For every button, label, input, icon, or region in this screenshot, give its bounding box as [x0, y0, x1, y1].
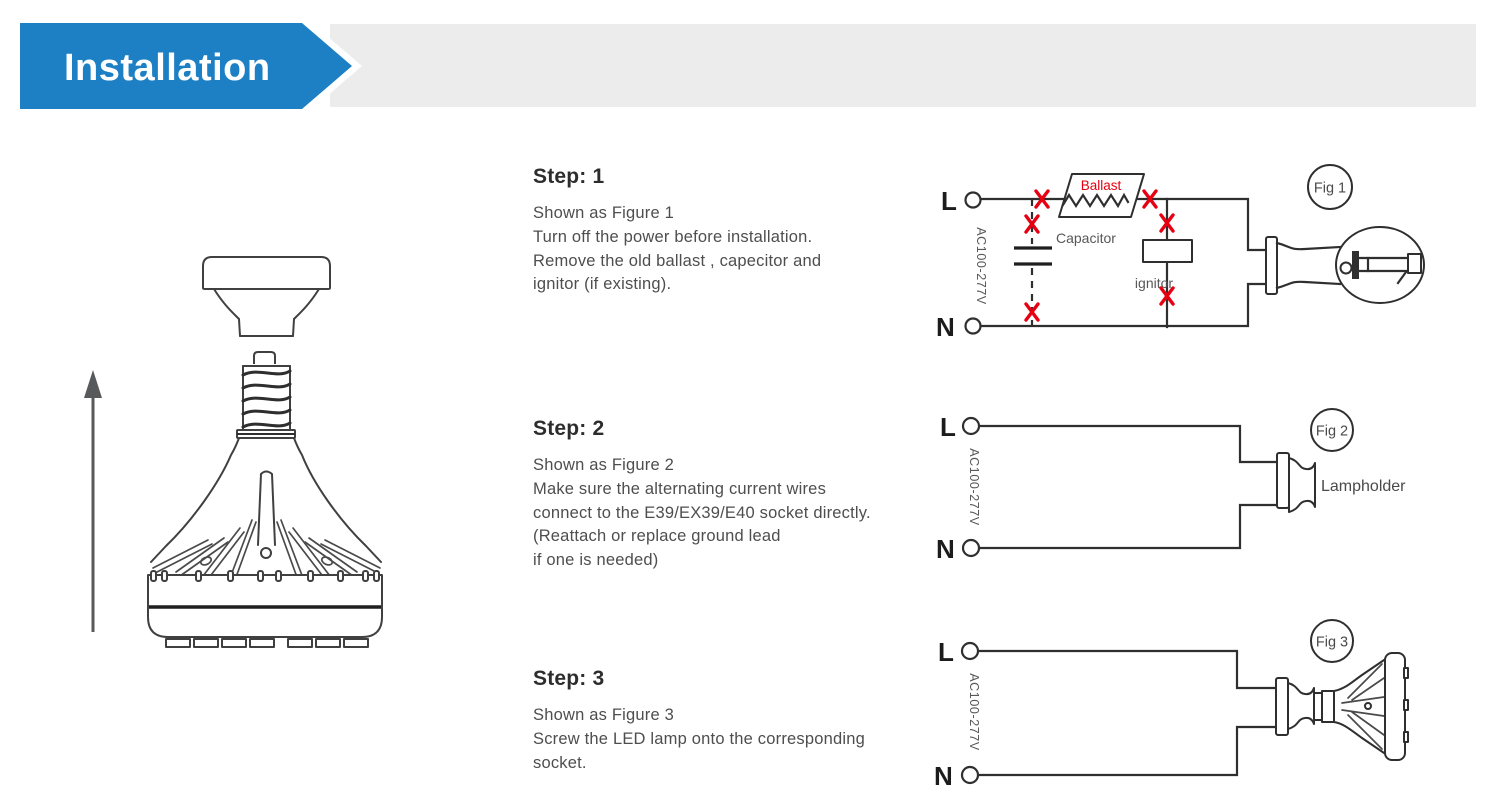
ignitor-label: ignitor — [1135, 275, 1173, 291]
figure-1-badge — [1307, 164, 1353, 210]
header-gray-bar — [330, 24, 1476, 107]
led-lamp-fins — [1341, 663, 1385, 750]
neutral-terminal-label: N — [936, 312, 955, 342]
live-terminal — [961, 416, 981, 436]
step-3-title: Step: 3 — [533, 667, 605, 690]
capacitor-symbol — [1014, 246, 1052, 266]
x-mark-icon — [1024, 302, 1040, 322]
figure-1-badge-label: Fig 1 — [1314, 181, 1346, 197]
ballast-coil — [1061, 192, 1130, 209]
step-1-title: Step: 1 — [533, 165, 605, 188]
voltage-label: AC100-277V — [967, 448, 981, 526]
heat-sink-fins — [152, 519, 381, 581]
step-3-line: Screw the LED lamp onto the correspondin… — [533, 729, 865, 748]
hid-lamp-drawing — [1265, 226, 1425, 304]
live-wire — [977, 424, 1280, 464]
neutral-terminal-label: N — [936, 534, 955, 564]
live-terminal — [960, 641, 980, 661]
live-terminal-label: L — [941, 186, 957, 216]
rim-notches — [150, 570, 380, 582]
step-2-line: connect to the E39/EX39/E40 socket direc… — [533, 503, 871, 522]
ignitor-symbol — [1142, 239, 1193, 263]
step-3-section: Step: 3 Shown as Figure 3 Screw the LED … — [533, 667, 953, 775]
lampholder-label: Lampholder — [1321, 478, 1406, 495]
neutral-terminal-label: N — [934, 761, 953, 791]
figure-2-badge-label: Fig 2 — [1316, 424, 1348, 440]
lampholder-with-led-lamp-drawing — [1275, 652, 1409, 761]
step-2-line: Shown as Figure 2 — [533, 456, 674, 474]
voltage-label: AC100-277V — [974, 227, 988, 305]
step-1-line: Remove the old ballast , capecitor and — [533, 251, 822, 270]
neutral-terminal — [961, 538, 981, 558]
step-1-line: Turn off the power before installation. — [533, 227, 813, 246]
page-title: Installation — [64, 47, 271, 89]
step-2-line: (Reattach or replace ground lead — [533, 527, 781, 546]
neutral-terminal — [960, 765, 980, 785]
step-2-section: Step: 2 Shown as Figure 2 Make sure the … — [533, 417, 953, 573]
neutral-terminal — [964, 317, 982, 335]
figure-1-wiring-diagram: Capacitor Ballast ignitor L N AC100-277V — [936, 164, 1425, 342]
figure-2-wiring-diagram: L N AC100-277V Lampholder Fig 2 — [936, 408, 1406, 564]
ballast-label: Ballast — [1081, 178, 1122, 193]
step-2-title: Step: 2 — [533, 417, 605, 440]
figure-3-wiring-diagram: L N AC100-277V Fig 3 — [934, 619, 1409, 791]
live-wire — [976, 649, 1279, 690]
up-arrow-icon — [84, 370, 102, 632]
step-1-line: ignitor (if existing). — [533, 275, 672, 294]
led-lamp-drawing — [147, 351, 383, 648]
neutral-wire — [977, 503, 1280, 550]
step-1-line: Shown as Figure 1 — [533, 204, 674, 222]
figure-3-badge — [1310, 619, 1354, 663]
figure-3-badge-label: Fig 3 — [1316, 635, 1348, 651]
socket-drawing — [202, 256, 331, 337]
live-terminal-label: L — [940, 412, 956, 442]
voltage-label: AC100-277V — [967, 673, 981, 751]
step-2-line: if one is needed) — [533, 551, 659, 570]
step-1-section: Step: 1 Shown as Figure 1 Turn off the p… — [533, 165, 953, 297]
live-terminal-label: L — [938, 637, 954, 667]
lampholder-drawing — [1276, 452, 1316, 513]
page-header: Installation — [13, 16, 1476, 116]
step-3-line: socket. — [533, 753, 587, 772]
step-2-line: Make sure the alternating current wires — [533, 479, 827, 498]
installation-banner-arrow — [13, 16, 362, 116]
bottom-feet — [165, 638, 369, 648]
figure-2-badge — [1310, 408, 1354, 452]
screw-base — [241, 365, 292, 431]
capacitor-label: Capacitor — [1056, 230, 1116, 246]
ballast-symbol — [1058, 173, 1145, 218]
step-3-line: Shown as Figure 3 — [533, 706, 674, 724]
lamp-installation-illustration — [84, 256, 383, 648]
live-terminal — [964, 191, 982, 209]
neutral-wire — [979, 282, 1269, 328]
neutral-wire — [976, 725, 1279, 777]
